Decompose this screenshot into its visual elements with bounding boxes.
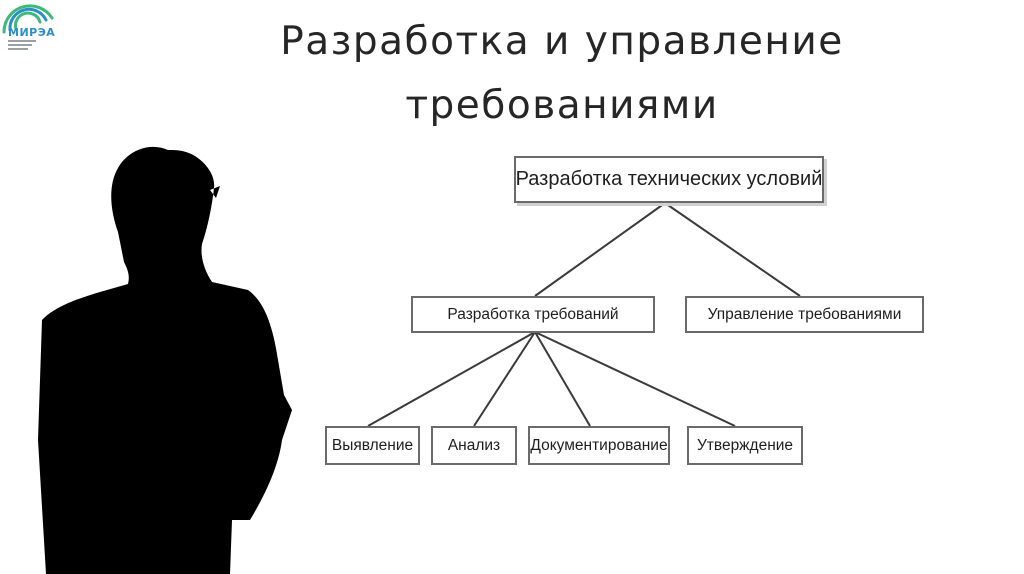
connector-development-to-documentation	[535, 332, 590, 426]
connector-development-to-elicitation	[368, 332, 535, 426]
connector-root-to-management	[665, 203, 800, 296]
node-requirements-management: Управление требованиями	[685, 296, 924, 333]
node-requirements-development-label: Разработка требований	[447, 306, 618, 324]
connector-root-to-development	[535, 203, 665, 296]
node-approval: Утверждение	[687, 426, 803, 465]
node-root-label: Разработка технических условий	[516, 168, 823, 191]
connector-development-to-approval	[535, 332, 735, 426]
connector-development-to-analysis	[474, 332, 535, 426]
node-analysis-label: Анализ	[448, 437, 500, 455]
node-requirements-management-label: Управление требованиями	[708, 306, 902, 324]
node-elicitation: Выявление	[325, 426, 420, 465]
node-documentation-label: Документирование	[530, 437, 667, 455]
node-documentation: Документирование	[528, 426, 670, 465]
node-requirements-development: Разработка требований	[411, 296, 655, 333]
node-approval-label: Утверждение	[697, 437, 793, 455]
node-elicitation-label: Выявление	[332, 437, 413, 455]
node-analysis: Анализ	[431, 426, 517, 465]
node-root: Разработка технических условий	[514, 156, 824, 203]
